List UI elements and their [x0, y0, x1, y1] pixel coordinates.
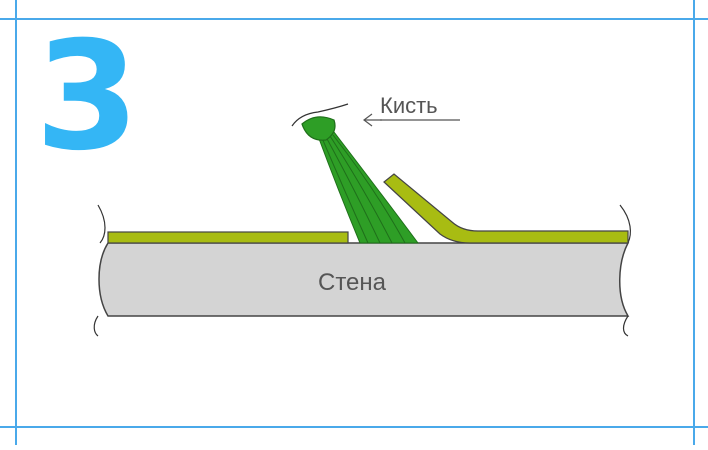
- wall-right-tear-top: [619, 204, 631, 244]
- step-number: 3: [35, 10, 140, 184]
- wall-label: Стена: [318, 269, 387, 296]
- brush: [291, 103, 419, 244]
- wall: Стена: [93, 204, 631, 337]
- wall-right-tear-bottom: [622, 315, 629, 337]
- brush-bristles: [317, 131, 419, 244]
- wall-left-tear-top: [97, 204, 106, 244]
- brush-bristle-lines: [321, 134, 406, 244]
- wallpaper-left-strip: [107, 231, 349, 244]
- brush-handle-sketch: [291, 103, 349, 127]
- brush-callout: Кисть: [363, 93, 460, 127]
- brush-label: Кисть: [380, 93, 438, 118]
- wallpaper: [107, 173, 629, 244]
- wall-left-tear-bottom: [93, 315, 99, 337]
- brush-ferrule: [301, 116, 336, 141]
- wallpaper-right-lifted-strip: [383, 173, 629, 244]
- arrow-left-icon: [363, 113, 373, 127]
